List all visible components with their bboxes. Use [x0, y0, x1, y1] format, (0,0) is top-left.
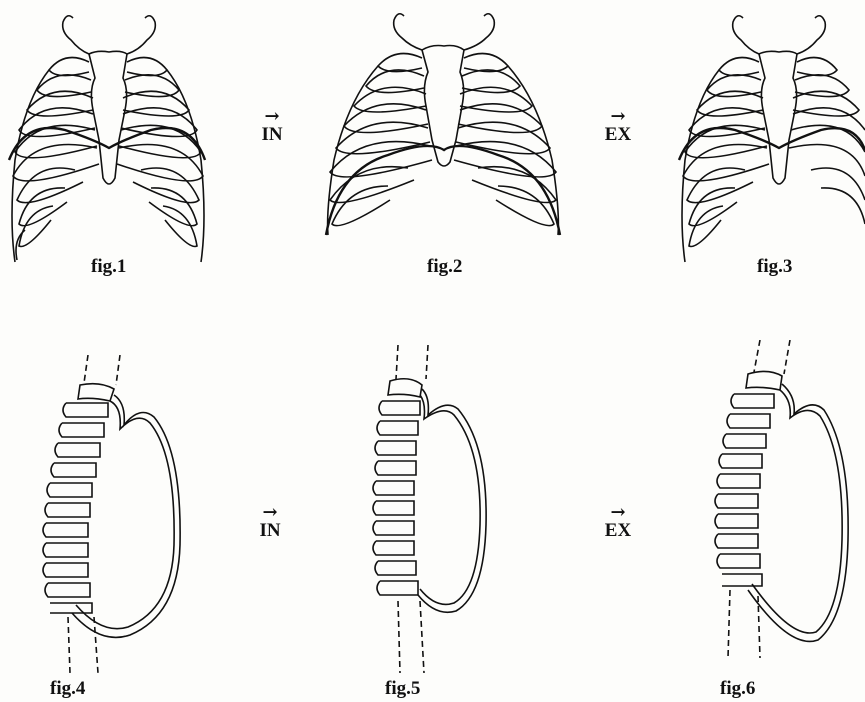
right-arrow-icon: →: [596, 506, 640, 520]
fig5-ribcage-side: [360, 345, 520, 675]
fig3-label: fig.3: [757, 256, 792, 278]
right-arrow-icon: →: [253, 506, 287, 520]
fig3-ribcage-front: [675, 10, 865, 270]
fig2-label: fig.2: [427, 256, 462, 278]
fig6-label: fig.6: [720, 678, 755, 700]
fig5-label: fig.5: [385, 678, 420, 700]
fig2-ribcage-front: [318, 10, 568, 255]
exhale-label: EX: [596, 124, 640, 146]
transition-ex-bottom: → EX: [596, 506, 640, 542]
inhale-label: IN: [253, 520, 287, 542]
fig4-label: fig.4: [50, 678, 85, 700]
fig1-label: fig.1: [91, 256, 126, 278]
fig6-ribcage-side: [700, 340, 860, 670]
fig4-ribcage-side: [30, 355, 220, 675]
inhale-label: IN: [255, 124, 289, 146]
right-arrow-icon: →: [255, 110, 289, 124]
fig1-ribcage-front: [5, 10, 210, 270]
transition-in-top: → IN: [255, 110, 289, 146]
exhale-label: EX: [596, 520, 640, 542]
transition-in-bottom: → IN: [253, 506, 287, 542]
transition-ex-top: → EX: [596, 110, 640, 146]
right-arrow-icon: →: [596, 110, 640, 124]
